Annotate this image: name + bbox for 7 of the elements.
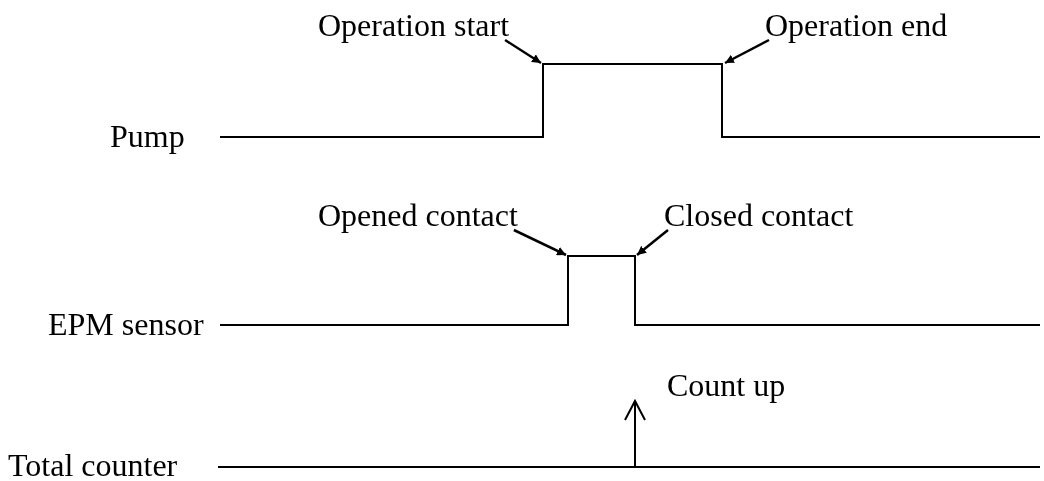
signal-name: EPM sensor: [48, 309, 204, 339]
leader-arrow: [504, 38, 542, 65]
signal-name: Total counter: [8, 450, 178, 480]
leader-arrow: [513, 228, 567, 257]
annotation-text: Closed contact: [664, 200, 854, 230]
leader-arrow: [636, 229, 669, 256]
leader-arrow: [724, 38, 770, 65]
